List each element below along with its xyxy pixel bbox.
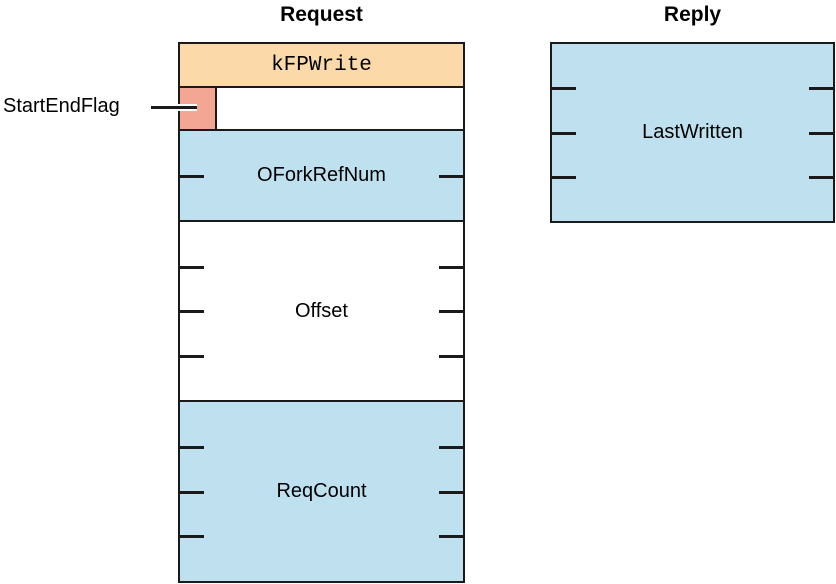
byte-tick	[439, 174, 463, 178]
byte-tick	[552, 175, 576, 179]
field-kfpwrite: kFPWrite	[180, 44, 463, 88]
byte-tick	[439, 265, 463, 269]
byte-tick	[809, 131, 833, 135]
byte-tick	[439, 535, 463, 539]
byte-tick	[439, 445, 463, 449]
byte-tick	[180, 265, 204, 269]
byte-tick	[180, 310, 204, 313]
field-offset: Offset	[180, 222, 463, 402]
field-lastwritten-label: LastWritten	[642, 121, 743, 143]
byte-tick	[439, 490, 463, 494]
reply-column-title: Reply	[663, 3, 722, 26]
field-oforkrefnum: OForkRefNum	[180, 131, 463, 222]
byte-tick	[809, 175, 833, 179]
request-column-title: Request	[280, 3, 363, 26]
request-packet-column: kFPWrite OForkRefNum Offset ReqCo	[178, 42, 465, 583]
reply-packet-column: LastWritten	[550, 42, 835, 223]
byte-tick	[180, 174, 204, 178]
byte-tick	[439, 354, 463, 358]
field-reqcount: ReqCount	[180, 402, 463, 581]
startendflag-pointer-line	[151, 104, 197, 111]
field-startendflag-row	[180, 88, 463, 131]
field-oforkrefnum-label: OForkRefNum	[257, 164, 386, 186]
startendflag-label: StartEndFlag	[3, 95, 120, 117]
byte-tick	[180, 445, 204, 449]
byte-tick	[552, 87, 576, 91]
field-kfpwrite-label: kFPWrite	[271, 53, 372, 77]
field-lastwritten: LastWritten	[552, 44, 833, 221]
byte-tick	[439, 310, 463, 313]
byte-tick	[180, 535, 204, 539]
field-reqcount-label: ReqCount	[276, 480, 367, 502]
byte-tick	[180, 354, 204, 358]
byte-tick	[180, 490, 204, 494]
byte-tick	[552, 131, 576, 135]
field-offset-label: Offset	[295, 299, 348, 322]
byte-tick	[809, 87, 833, 91]
